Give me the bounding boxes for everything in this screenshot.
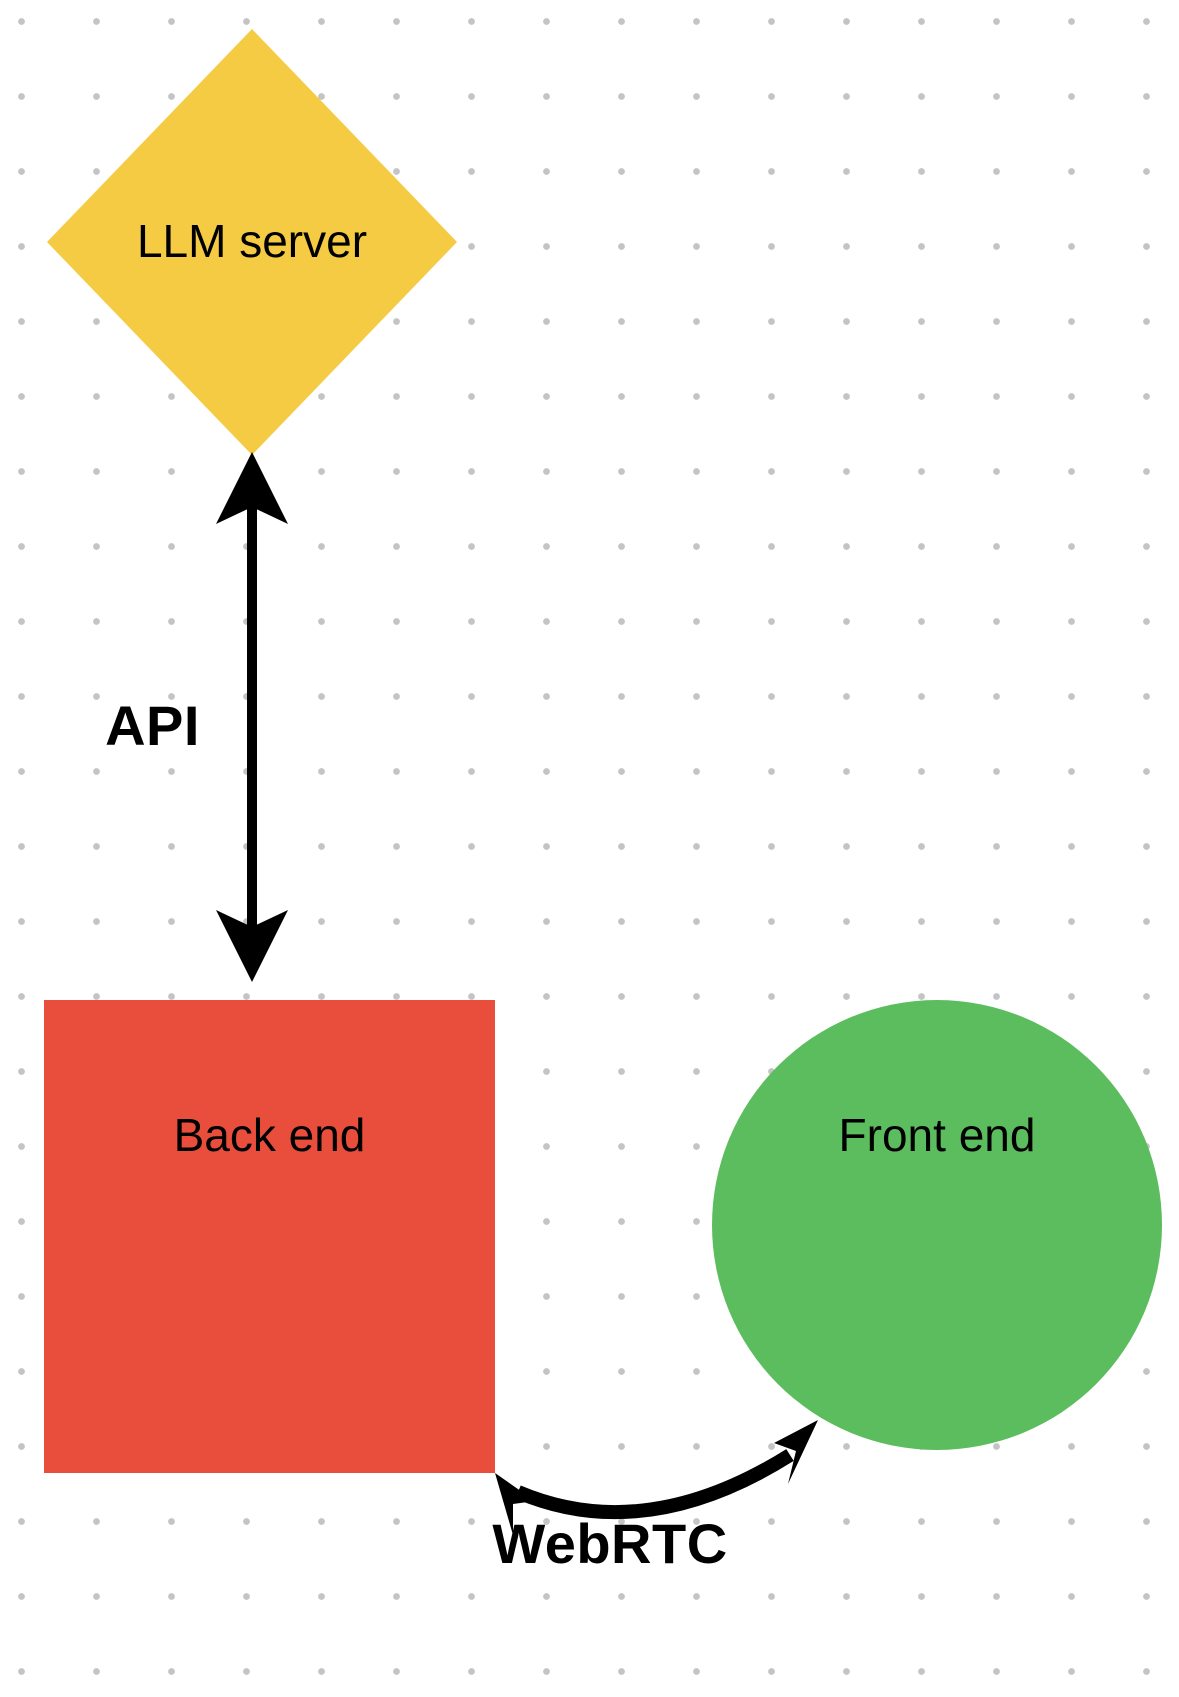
edge-api-label: API <box>105 694 200 757</box>
node-front-end-label: Front end <box>838 1109 1036 1161</box>
node-llm-server-label: LLM server <box>136 215 368 267</box>
edge-api-arrowhead-up <box>216 452 288 524</box>
node-front-end-shape[interactable] <box>712 1000 1162 1450</box>
edge-webrtc-arrow[interactable] <box>495 1420 818 1535</box>
edge-api-arrowhead-down <box>216 910 288 982</box>
node-back-end-shape[interactable] <box>44 1000 495 1473</box>
node-llm-server-shape[interactable] <box>47 29 457 455</box>
edge-webrtc-label: WebRTC <box>492 1512 728 1575</box>
edge-webrtc-arrowhead-left <box>495 1473 535 1535</box>
node-back-end-label: Back end <box>173 1109 366 1161</box>
edge-webrtc-arrowhead-right <box>774 1420 818 1484</box>
edge-webrtc-shaft <box>515 1449 794 1520</box>
edge-api-arrow[interactable] <box>216 452 288 982</box>
